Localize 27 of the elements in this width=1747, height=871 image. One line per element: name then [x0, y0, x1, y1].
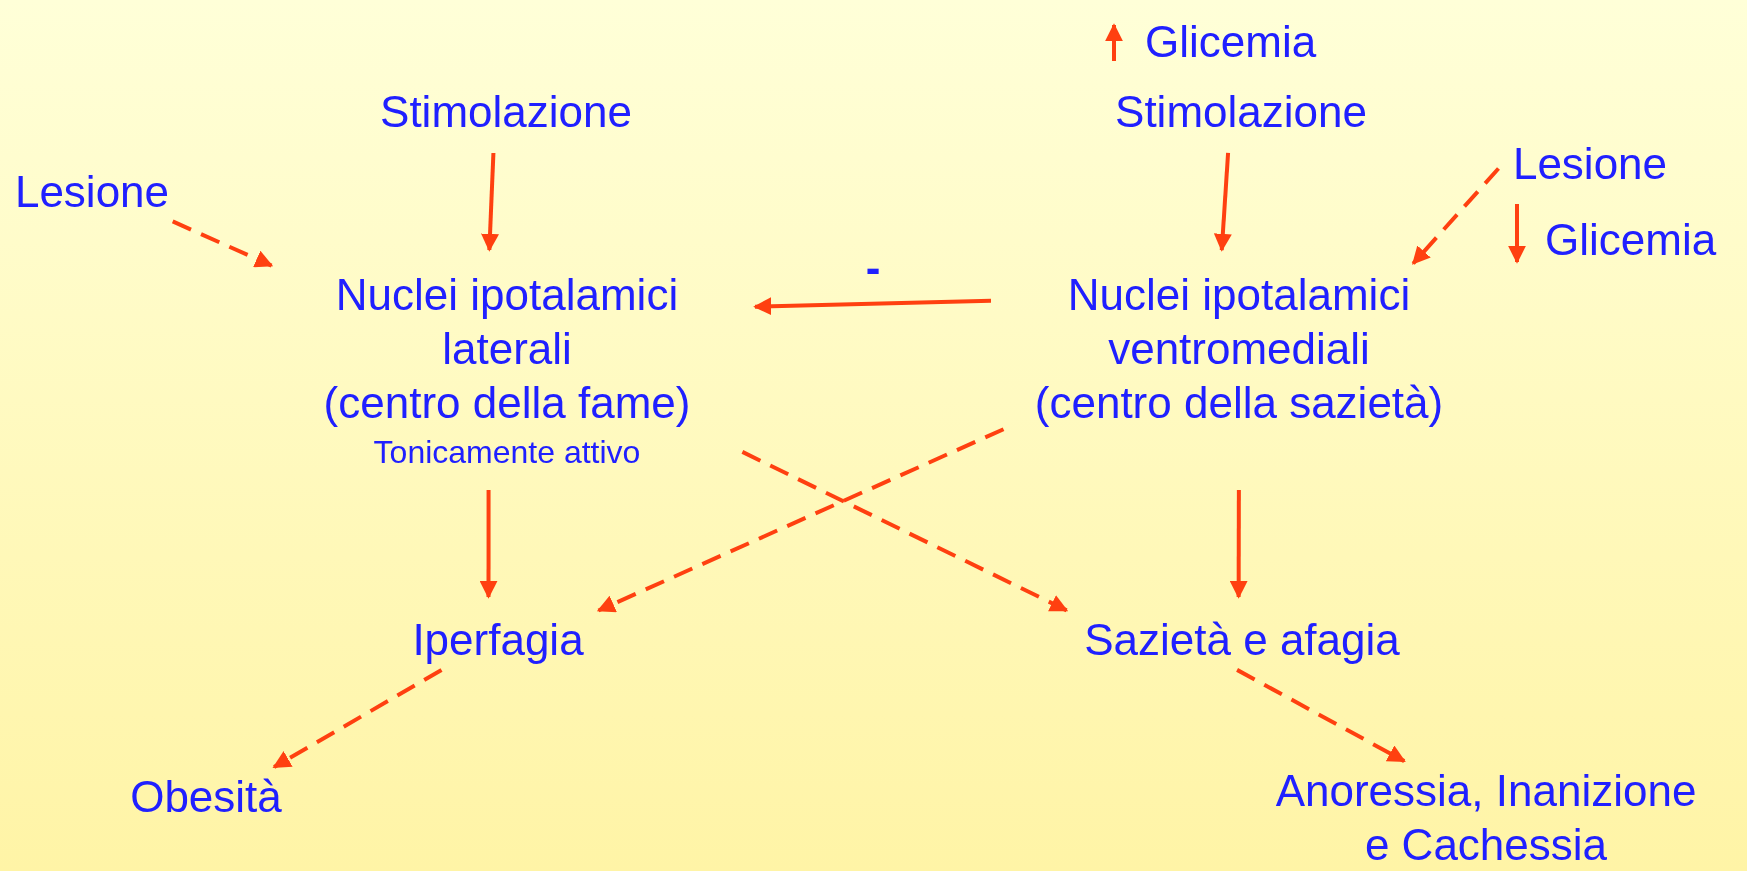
node-note: Tonicamente attivo: [372, 433, 642, 472]
dashed-arrow: [1236, 668, 1406, 763]
node-note: (centro della fame): [322, 377, 692, 429]
node-label: Lesione: [4, 165, 180, 219]
dashed-arrow: [171, 219, 274, 268]
glicemia-label: Glicemia: [1145, 16, 1317, 68]
node-label: Stimolazione: [1091, 85, 1391, 139]
arrow: [1229, 490, 1248, 599]
dashed-arrow: [741, 450, 1069, 613]
node-label: Anoressia, Inanizione e Cachessia: [1261, 764, 1711, 871]
arrow: [1213, 152, 1232, 252]
node-label: Sazietà e afagia: [1072, 613, 1412, 667]
dashed-arrow: [272, 668, 443, 769]
node-title: Nuclei ipotalamici ventromediali: [1066, 269, 1412, 375]
dashed-arrow: [596, 427, 1005, 613]
arrow: [481, 152, 499, 252]
node-label: Obesità: [121, 770, 291, 824]
node-title: Nuclei ipotalamici laterali: [334, 269, 680, 375]
node-label: Stimolazione: [356, 85, 656, 139]
arrow: [753, 297, 992, 316]
node-note: (centro della sazietà): [1033, 377, 1445, 429]
edge-label: -: [865, 245, 881, 290]
node-label: Iperfagia: [403, 613, 593, 667]
node-label: Lesione: [1502, 137, 1678, 191]
arrow: [479, 490, 498, 599]
dashed-arrow: [1411, 167, 1500, 265]
glicemia-label: Glicemia: [1545, 214, 1717, 266]
